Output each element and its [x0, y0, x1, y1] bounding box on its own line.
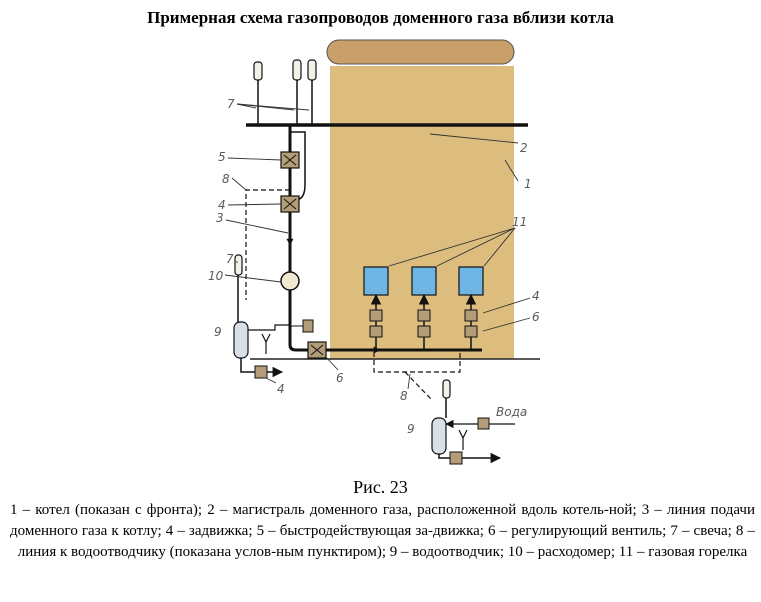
water-drain-bottom: [431, 417, 447, 455]
flow-meter: [280, 271, 300, 291]
drain-bottom-funnel: [458, 429, 468, 450]
label-4-left: 4: [218, 198, 226, 212]
drain-left-funnel: [261, 333, 271, 354]
label-5: 5: [218, 150, 226, 164]
burner-control-valve: [464, 325, 478, 338]
gate-valve-bottom: [449, 451, 463, 465]
leader-lines: [224, 103, 531, 390]
label-6-bottom: 6: [336, 371, 344, 385]
vent-candle-2: [292, 59, 302, 81]
gas-burner: [363, 266, 389, 296]
burner-gate-valve: [369, 309, 383, 322]
gas-burner: [411, 266, 437, 296]
label-3: 3: [216, 211, 224, 225]
vent-candle-left: [234, 254, 243, 276]
burner-control-valve: [417, 325, 431, 338]
valve-mark-4: [283, 198, 297, 210]
burner-control-valve: [369, 325, 383, 338]
vent-candle-bottom: [442, 379, 451, 399]
label-9-bottom: 9: [407, 422, 415, 436]
figure-caption: Рис. 23: [353, 477, 408, 497]
label-2: 2: [520, 141, 528, 155]
vent-candle-3: [307, 59, 317, 81]
burner-gate-valve: [464, 309, 478, 322]
drain-bottom-outlet: [438, 452, 502, 464]
label-11: 11: [512, 215, 527, 229]
burner-unit-1: [363, 266, 389, 350]
label-10: 10: [208, 269, 224, 283]
label-voda: Вода: [496, 405, 527, 419]
gate-valve-left: [254, 365, 268, 379]
burner-gate-valve: [417, 309, 431, 322]
valve-mark-6: [310, 344, 324, 356]
label-7-left: 7: [226, 252, 234, 266]
drain-line-bottom: [373, 352, 461, 401]
burner-unit-3: [458, 266, 484, 350]
elbow-valve: [302, 319, 314, 333]
label-8-bottom: 8: [400, 389, 408, 403]
label-1: 1: [524, 177, 532, 191]
label-4-bottom: 4: [277, 382, 285, 396]
gas-supply-line: [288, 125, 482, 352]
drain-left-connection: [248, 324, 290, 331]
label-8-left: 8: [222, 172, 230, 186]
label-6-right: 6: [532, 310, 540, 324]
burner-unit-2: [411, 266, 437, 350]
drain-left-outlet: [240, 358, 284, 378]
valve-mark-5: [283, 154, 297, 166]
water-inlet-valve: [477, 417, 490, 430]
label-7-top: 7: [227, 97, 235, 111]
page-title: Примерная схема газопроводов доменного г…: [147, 8, 614, 27]
vent-candle-1: [253, 61, 263, 81]
boiler-drum: [326, 39, 515, 65]
label-9-left: 9: [214, 325, 222, 339]
gas-burner: [458, 266, 484, 296]
figure-legend: 1 – котел (показан с фронта); 2 – магист…: [10, 502, 755, 560]
label-4-right: 4: [532, 289, 540, 303]
water-drain-left: [233, 321, 249, 359]
